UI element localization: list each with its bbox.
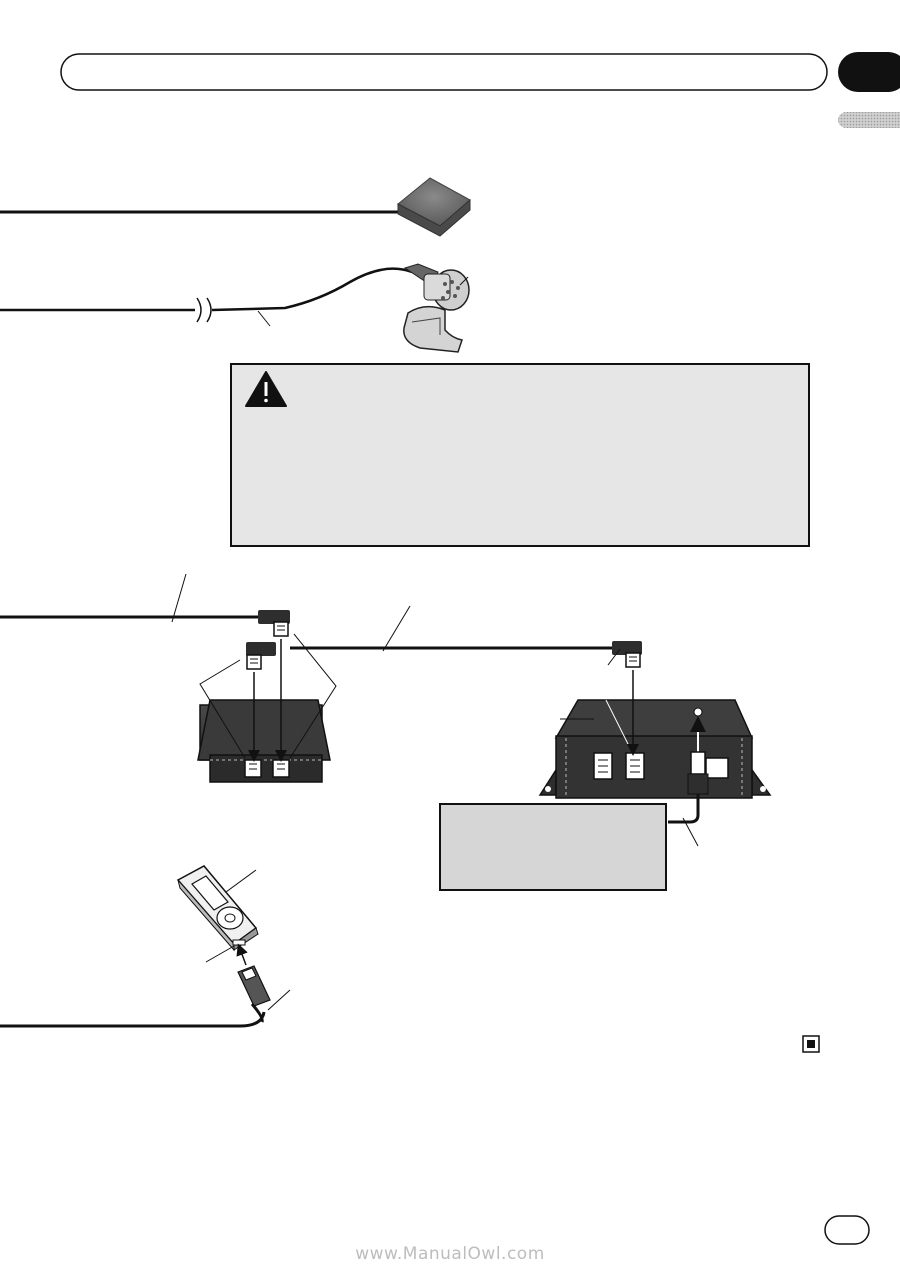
warning-icon (245, 371, 287, 407)
chapter-tab (838, 52, 900, 92)
interface-box-icon (197, 699, 331, 783)
input-cable (0, 573, 260, 623)
link-cable (290, 605, 612, 652)
ipod-cable (0, 989, 291, 1028)
caution-box (230, 363, 810, 547)
microphone-icon (403, 263, 470, 353)
navigation-unit-icon (538, 699, 772, 799)
ipod-connector-icon (236, 943, 271, 1023)
watermark: www.ManualOwl.com (355, 1244, 545, 1264)
microphone-cable (0, 267, 413, 327)
connection-arrows (199, 633, 337, 762)
language-side-tab (838, 112, 900, 128)
header-bar (60, 53, 828, 91)
label-box (439, 803, 667, 891)
ipod-icon (176, 865, 259, 963)
connector-icon (246, 642, 276, 670)
connector-icon (607, 641, 642, 668)
usb-plug-icon (668, 751, 709, 847)
stop-mark-icon (802, 1035, 820, 1053)
gps-antenna-icon (397, 177, 471, 237)
connector-icon (258, 610, 290, 637)
page-number-pill (824, 1215, 870, 1245)
